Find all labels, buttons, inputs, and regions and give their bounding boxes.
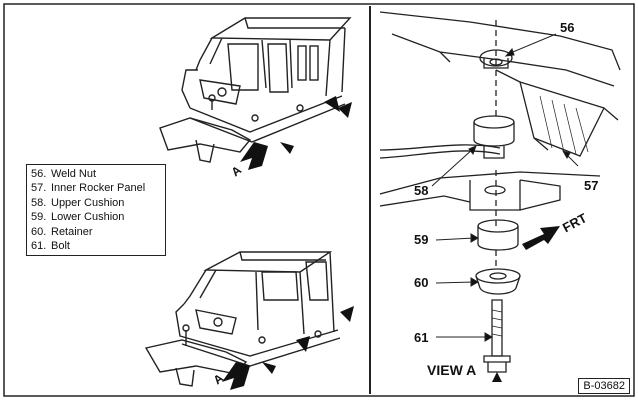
callout-60: 60 (414, 275, 429, 290)
upper-cab-arrows (240, 96, 352, 170)
arrow-mount-5 (296, 336, 310, 352)
arrow-mount-2 (324, 96, 340, 112)
legend-item: 57.Inner Rocker Panel (31, 182, 146, 195)
arrow-mount-1 (280, 142, 294, 154)
legend-item: 58.Upper Cushion (31, 196, 125, 209)
bolt-up-arrow (492, 372, 502, 382)
panel-divider (369, 6, 371, 394)
callout-58: 58 (414, 183, 429, 198)
arrow-mount-3 (338, 102, 352, 118)
lower-cab-arrows (222, 306, 354, 390)
figure-border (3, 3, 635, 397)
callout-59: 59 (414, 232, 429, 247)
document-code: B-03682 (578, 378, 630, 394)
view-a-illustration (379, 11, 621, 373)
legend-item: 60.Retainer (31, 225, 93, 238)
view-a-label: VIEW A (427, 362, 477, 378)
leader-lines (431, 33, 579, 342)
legend-item: 56.Weld Nut (31, 168, 97, 180)
callout-57: 57 (584, 178, 599, 193)
upper-cab-illustration (159, 17, 352, 163)
callout-56: 56 (560, 20, 575, 35)
legend-item: 61.Bolt (31, 240, 70, 253)
arrow-a-upper (240, 142, 268, 170)
callout-61: 61 (414, 330, 429, 345)
front-arrow (522, 226, 560, 250)
arrow-a-lower (222, 362, 250, 390)
arrow-mount-4 (262, 362, 276, 374)
parts-legend: 56.Weld Nut 57.Inner Rocker Panel 58.Upp… (26, 164, 166, 256)
arrow-mount-6 (340, 306, 354, 322)
legend-item: 59.Lower Cushion (31, 211, 125, 224)
